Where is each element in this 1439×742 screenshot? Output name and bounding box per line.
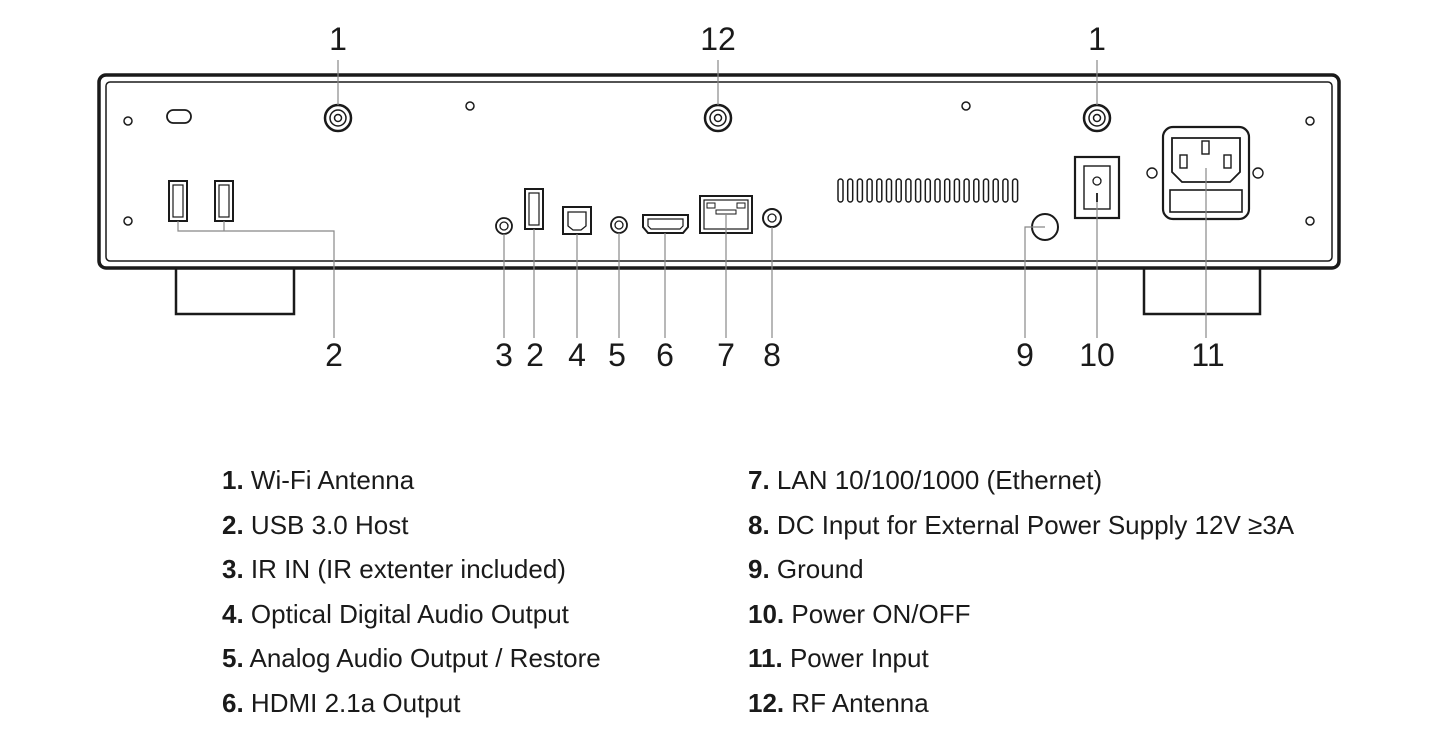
vent-slot [953, 178, 961, 203]
screw-hole [123, 216, 133, 226]
legend-item: 12. RF Antenna [748, 685, 1294, 730]
legend-item: 11. Power Input [748, 640, 1294, 685]
vent-slot [1011, 178, 1019, 203]
vent-slot [924, 178, 932, 203]
vent-slot [837, 178, 844, 203]
legend-item: 8. DC Input for External Power Supply 12… [748, 507, 1294, 552]
callout-number: 11 [1191, 337, 1224, 373]
legend-text: DC Input for External Power Supply 12V ≥… [776, 509, 1295, 540]
callout-number: 2 [325, 337, 343, 373]
vent-slot [943, 178, 951, 203]
legend-text: USB 3.0 Host [250, 509, 409, 540]
legend-item: 9. Ground [748, 551, 1294, 596]
legend-text: Wi-Fi Antenna [250, 465, 415, 495]
screw-holes [123, 101, 1315, 226]
callout-number: 1 [329, 21, 347, 57]
callout-number: 9 [1016, 337, 1034, 373]
legend-number: 4. [222, 598, 244, 629]
right-foot [1142, 268, 1262, 316]
chassis-outer [97, 73, 1341, 270]
legend-text: Power ON/OFF [791, 598, 971, 629]
vent-slot [914, 178, 922, 203]
legend-text: HDMI 2.1a Output [250, 687, 461, 718]
leader-line [1024, 226, 1045, 338]
legend-text: Analog Audio Output / Restore [249, 643, 601, 674]
left-foot [174, 268, 296, 316]
callout-number: 4 [568, 337, 586, 373]
vent-slot [885, 178, 893, 203]
callout-number: 10 [1079, 337, 1115, 373]
legend-right-column: 7. LAN 10/100/1000 (Ethernet) 8. DC Inpu… [748, 462, 1294, 730]
legend-number: 5. [222, 643, 244, 674]
hdmi-port [642, 214, 689, 234]
legend-item: 10. Power ON/OFF [748, 596, 1294, 641]
vent-slot [973, 178, 980, 203]
legend-item: 5. Analog Audio Output / Restore [222, 640, 601, 685]
legend-number: 2. [222, 509, 244, 540]
legend-text: RF Antenna [791, 687, 929, 718]
screw-hole [1305, 216, 1315, 226]
legend-number: 9. [748, 554, 770, 585]
vent-slot [905, 178, 912, 203]
screw-hole [465, 101, 475, 111]
vent-slot [963, 178, 970, 203]
leader-line [177, 221, 335, 338]
legend-text: IR IN (IR extenter included) [250, 554, 566, 585]
callout-number: 2 [526, 337, 544, 373]
legend-left-column: 1. Wi-Fi Antenna 2. USB 3.0 Host 3. IR I… [222, 462, 601, 730]
vent-slot [895, 178, 902, 203]
vent-slot [982, 178, 990, 203]
legend-number: 3. [222, 554, 244, 585]
callout-number: 3 [495, 337, 513, 373]
legend-number: 6. [222, 687, 244, 718]
legend-item: 7. LAN 10/100/1000 (Ethernet) [748, 462, 1294, 507]
ventilation-slots [837, 178, 1019, 203]
legend-number: 11. [748, 643, 783, 674]
legend-number: 8. [748, 509, 770, 540]
legend-text: Power Input [789, 643, 929, 674]
vent-slot [876, 178, 883, 203]
vent-slot [846, 178, 854, 203]
callout-number: 5 [608, 337, 626, 373]
vent-slot [1002, 178, 1009, 203]
screw-hole [123, 116, 133, 126]
legend-number: 7. [748, 465, 770, 495]
vent-slot [866, 178, 873, 203]
callout-number: 7 [717, 337, 735, 373]
vent-slot [992, 178, 999, 203]
screw-hole [961, 101, 971, 111]
vent-slot [934, 178, 941, 203]
callout-number: 12 [700, 21, 736, 57]
vent-slot [856, 178, 864, 203]
legend-text: Optical Digital Audio Output [250, 598, 569, 629]
legend-item: 3. IR IN (IR extenter included) [222, 551, 601, 596]
legend-item: 1. Wi-Fi Antenna [222, 462, 601, 507]
screw-hole [1305, 116, 1315, 126]
legend-number: 10. [748, 598, 785, 629]
legend-item: 4. Optical Digital Audio Output [222, 596, 601, 641]
legend-item: 6. HDMI 2.1a Output [222, 685, 601, 730]
callout-number: 6 [656, 337, 674, 373]
legend-item: 2. USB 3.0 Host [222, 507, 601, 552]
chassis-inner [105, 81, 1333, 262]
callout-number: 1 [1088, 21, 1106, 57]
legend-text: LAN 10/100/1000 (Ethernet) [776, 465, 1103, 495]
legend-text: Ground [776, 554, 864, 585]
legend-number: 1. [222, 465, 244, 495]
legend-number: 12. [748, 687, 785, 718]
leader-lines [177, 60, 1207, 338]
kensington-slot [166, 109, 192, 124]
callout-number: 8 [763, 337, 781, 373]
